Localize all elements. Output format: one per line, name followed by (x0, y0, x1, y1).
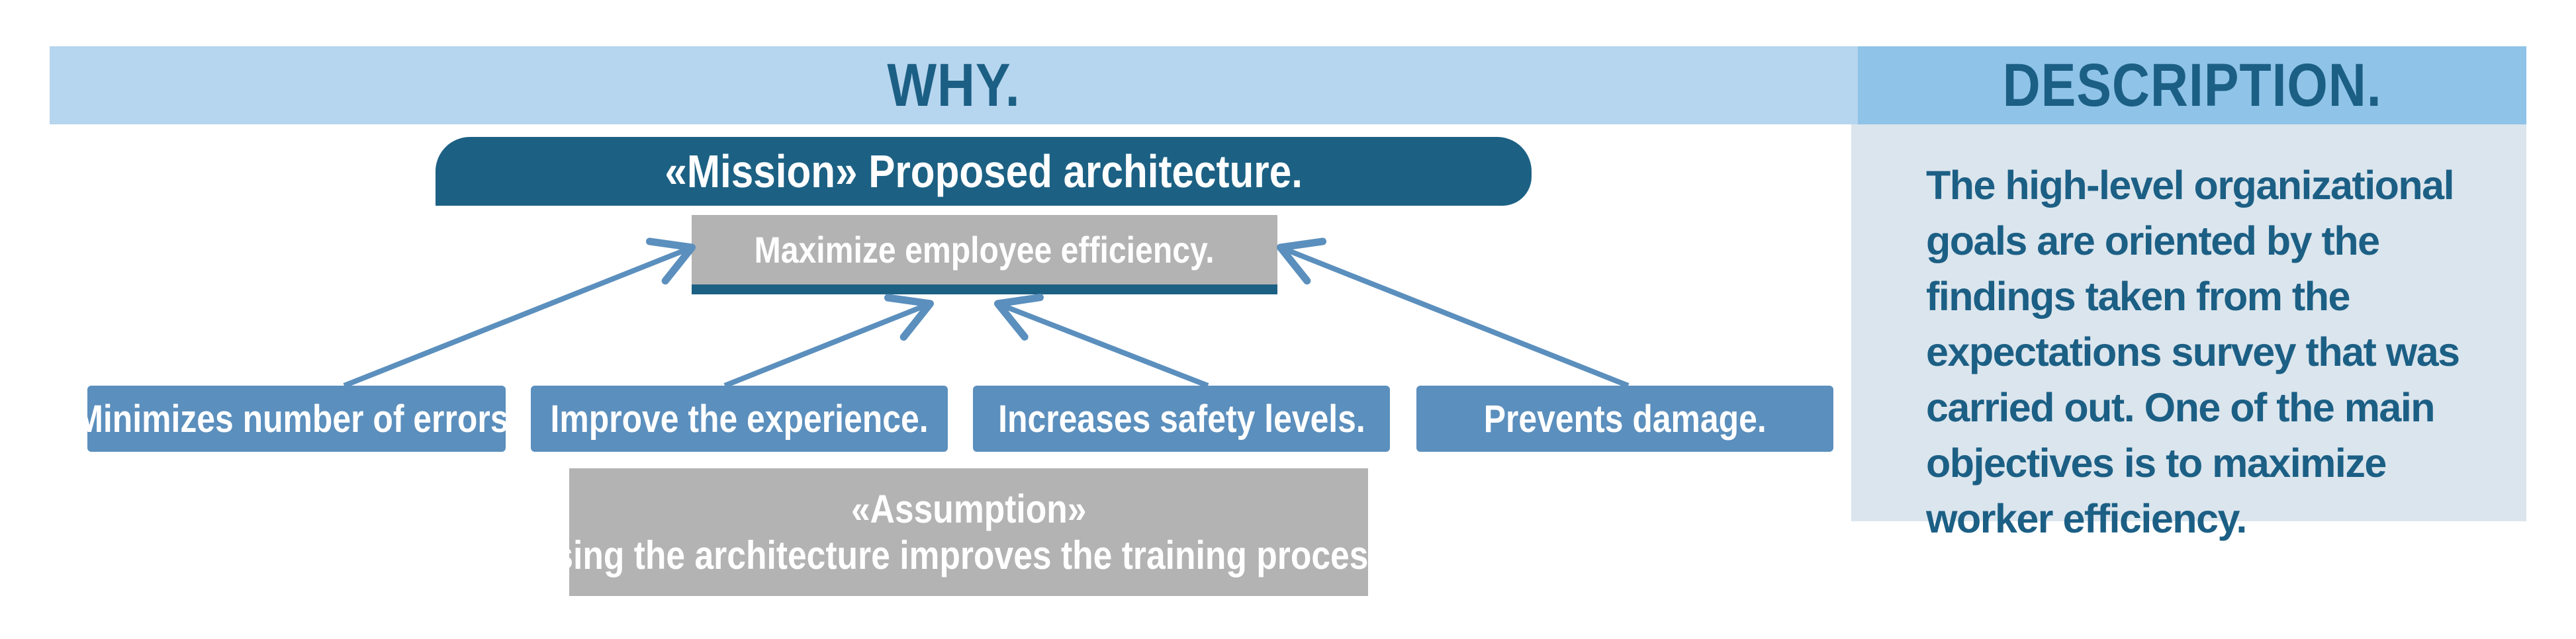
description-header: DESCRIPTION. (1858, 46, 2526, 124)
reason-box-safety: Increases safety levels. (973, 386, 1390, 452)
assumption-text: Using the architecture improves the trai… (529, 532, 1408, 577)
goal-underline (692, 284, 1277, 294)
why-header-label: WHY. (887, 51, 1021, 119)
arrow-4 (1276, 237, 1630, 388)
reason-box-errors: Minimizes number of errors. (75, 386, 518, 452)
goal-label: Maximize employee efficiency. (754, 228, 1215, 271)
mission-banner: «Mission» Proposed architecture. (436, 137, 1532, 206)
reason-label: Improve the experience. (550, 397, 929, 441)
why-header: WHY. (50, 46, 1858, 124)
arrow-3 (993, 294, 1209, 388)
assumption-box: «Assumption» Using the architecture impr… (529, 468, 1408, 596)
description-header-label: DESCRIPTION. (2002, 51, 2382, 119)
arrow-2 (723, 294, 935, 388)
goal-box: Maximize employee efficiency. (692, 215, 1277, 294)
reason-label: Minimizes number of errors. (75, 397, 518, 441)
assumption-stereotype: «Assumption» (851, 486, 1087, 531)
reason-box-damage: Prevents damage. (1416, 386, 1833, 452)
reason-label: Increases safety levels. (997, 397, 1365, 441)
reason-box-experience: Improve the experience. (531, 386, 948, 452)
arrow-1 (343, 237, 696, 388)
description-panel (1851, 124, 2526, 521)
description-text: The high-level organizational goals are … (1926, 163, 2460, 541)
mission-label: «Mission» Proposed architecture. (665, 146, 1303, 197)
reason-label: Prevents damage. (1483, 397, 1767, 441)
